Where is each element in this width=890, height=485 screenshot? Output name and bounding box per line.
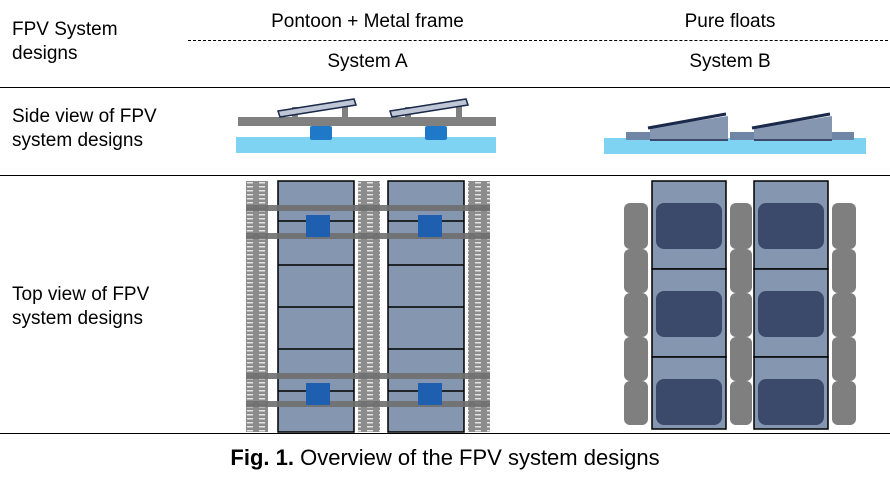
pontoon — [310, 126, 332, 140]
float-wedge — [650, 116, 728, 140]
header-divider — [0, 87, 890, 88]
panel-floats-right — [753, 180, 829, 430]
walkway-floats — [624, 203, 856, 425]
solar-panel — [751, 112, 831, 130]
water-surface — [236, 137, 496, 153]
figure-caption-text: Overview of the FPV system designs — [293, 445, 660, 470]
top-view-label: Top view of FPV system designs — [12, 284, 150, 329]
walkway — [246, 181, 268, 432]
pontoon — [425, 126, 447, 140]
solar-panel — [647, 112, 727, 130]
system-b-side-view — [604, 112, 866, 154]
figure-number: Fig. 1. — [230, 445, 294, 470]
metal-frame-bars — [246, 205, 490, 407]
panel-floats-left — [651, 180, 727, 430]
side-view-label: Side view of FPV system designs — [12, 106, 157, 151]
top-view-divider — [0, 433, 890, 434]
walkway — [468, 181, 490, 432]
side-view-divider — [0, 175, 890, 176]
system-a-label: System A — [327, 51, 408, 72]
system-a-side-view — [236, 98, 496, 153]
group-a-label: Pontoon + Metal frame — [271, 11, 464, 32]
pontoon — [418, 383, 442, 405]
figure-caption: Fig. 1. Overview of the FPV system desig… — [0, 444, 890, 472]
group-b-label: Pure floats — [684, 11, 776, 32]
header-dashed-divider — [188, 40, 888, 41]
solar-panel — [277, 98, 357, 118]
system-b-label: System B — [689, 51, 771, 72]
water-surface — [604, 138, 866, 154]
system-b-top-view — [624, 180, 856, 430]
solar-panel — [389, 98, 469, 118]
pontoon — [306, 383, 330, 405]
row-header-label: FPV System designs — [12, 19, 118, 64]
float-wedge — [754, 116, 832, 140]
metal-frame-beam — [238, 117, 496, 126]
system-a-top-view — [246, 180, 490, 433]
walkway — [358, 181, 380, 432]
pontoon — [418, 215, 442, 237]
pontoon — [306, 215, 330, 237]
